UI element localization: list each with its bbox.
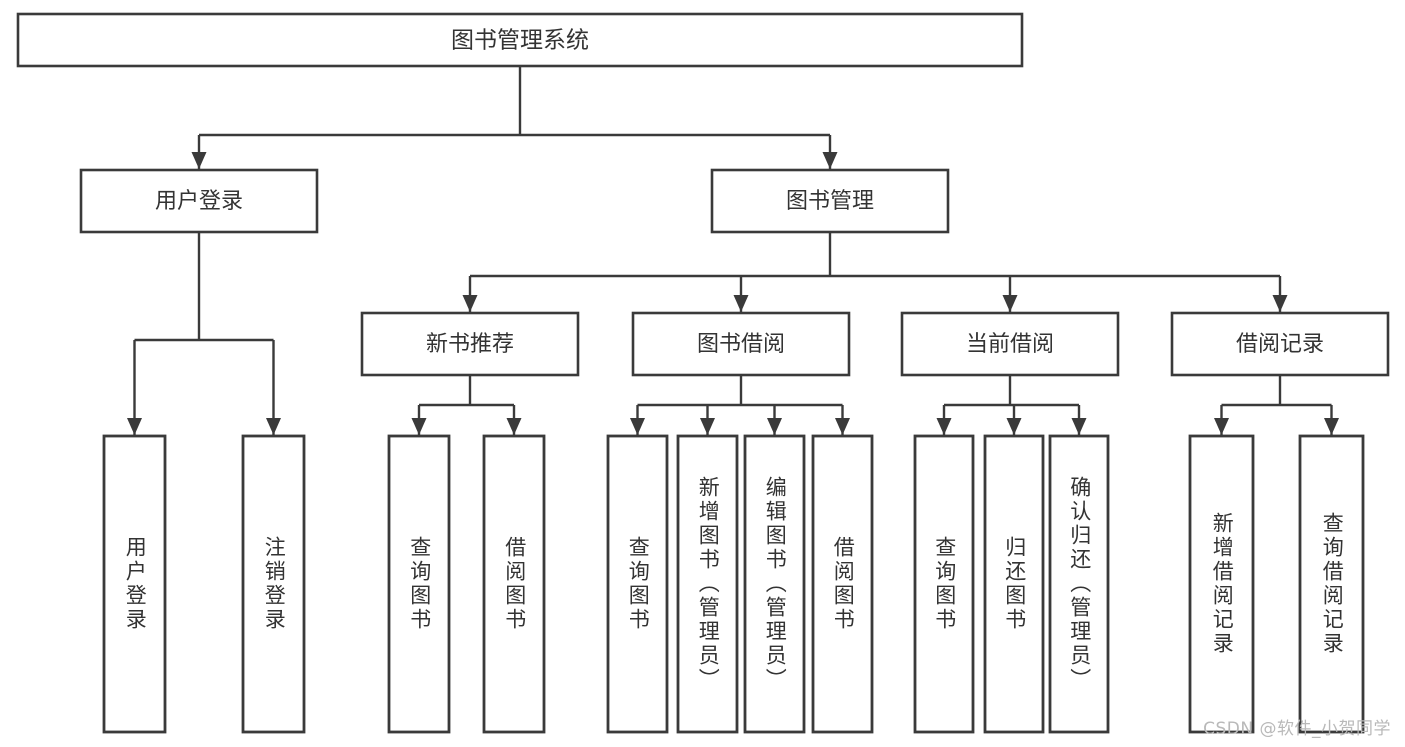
arrow-head xyxy=(822,152,838,169)
node-current-borrow[interactable] xyxy=(900,311,1120,377)
arrow-head xyxy=(411,418,427,435)
arrow-head xyxy=(462,295,478,312)
arrow-head xyxy=(1002,295,1018,312)
node-leaf-user-login[interactable] xyxy=(102,434,167,734)
node-book-borrow[interactable] xyxy=(631,311,851,377)
arrow-head xyxy=(1071,418,1087,435)
node-leaf-query-book-cur[interactable] xyxy=(913,434,975,734)
edges-layer xyxy=(127,66,1339,435)
node-book-manage[interactable] xyxy=(710,168,950,234)
node-borrow-record-label: 借阅记录 xyxy=(1236,332,1324,357)
arrow-head xyxy=(835,418,850,435)
arrow-head xyxy=(506,418,522,435)
node-book-borrow-label: 图书借阅 xyxy=(697,332,785,357)
arrow-head xyxy=(191,152,207,169)
node-borrow-record[interactable] xyxy=(1170,311,1390,377)
arrow-head xyxy=(1214,418,1229,435)
arrow-head xyxy=(700,418,715,435)
node-leaf-add-record[interactable] xyxy=(1188,434,1255,734)
node-user-login-label: 用户登录 xyxy=(155,189,243,214)
arrow-head xyxy=(767,418,782,435)
node-new-book-recommend[interactable] xyxy=(360,311,580,377)
arrow-head xyxy=(1272,295,1288,312)
arrow-head xyxy=(733,295,749,312)
node-root[interactable] xyxy=(16,12,1024,68)
arrow-head xyxy=(936,418,952,435)
arrow-head xyxy=(1324,418,1339,435)
node-current-borrow-label: 当前借阅 xyxy=(966,332,1054,357)
node-user-login[interactable] xyxy=(79,168,319,234)
arrow-head xyxy=(266,418,281,435)
node-book-manage-label: 图书管理 xyxy=(786,189,874,214)
node-leaf-borrow-book[interactable] xyxy=(811,434,874,734)
node-leaf-query-book[interactable] xyxy=(606,434,669,734)
node-leaf-confirm-return[interactable] xyxy=(1048,434,1110,734)
node-leaf-query-book-rec[interactable] xyxy=(387,434,451,734)
node-leaf-add-book[interactable] xyxy=(676,434,739,734)
node-leaf-query-record[interactable] xyxy=(1298,434,1365,734)
arrow-head xyxy=(1006,418,1022,435)
node-leaf-edit-book[interactable] xyxy=(743,434,806,734)
arrow-head xyxy=(127,418,142,435)
arrow-head xyxy=(630,418,645,435)
node-root-label: 图书管理系统 xyxy=(451,28,589,54)
node-new-book-recommend-label: 新书推荐 xyxy=(426,332,514,357)
node-leaf-return-book[interactable] xyxy=(983,434,1045,734)
node-leaf-borrow-book-rec[interactable] xyxy=(482,434,546,734)
node-leaf-user-logout[interactable] xyxy=(241,434,306,734)
